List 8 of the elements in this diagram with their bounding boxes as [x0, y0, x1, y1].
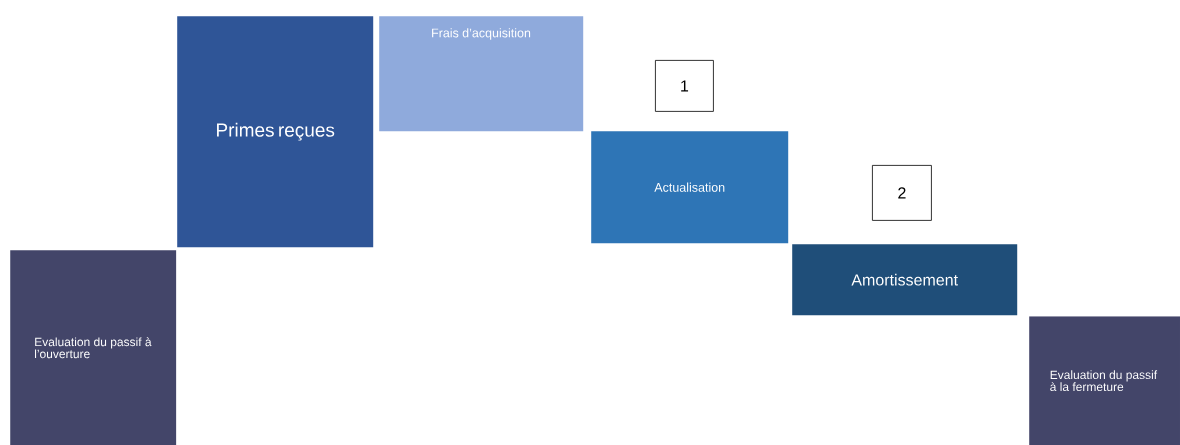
number-box: 1	[655, 60, 714, 112]
stage-box: Frais d’acquisition	[379, 16, 584, 132]
stage-box: Amortissement	[792, 244, 1018, 316]
stage-box: Evaluation du passif à l’ouverture	[10, 250, 177, 445]
stage-box: Primes reçues	[177, 16, 374, 248]
stage-box: Evaluation du passif à la fermeture	[1029, 316, 1180, 445]
stage-box: Actualisation	[591, 131, 789, 244]
number-box: 2	[872, 165, 932, 221]
